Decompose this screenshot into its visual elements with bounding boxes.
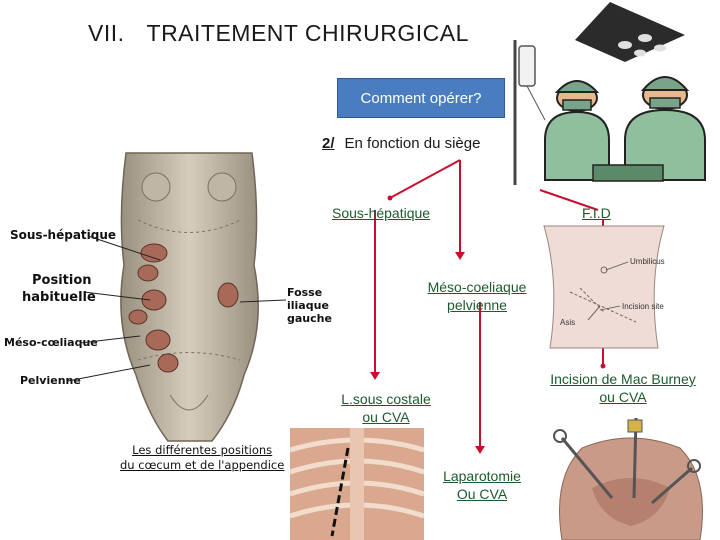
label-fosse-line1: Fosse <box>287 286 323 299</box>
node-lapa-line1: Laparotomie <box>443 468 521 484</box>
caption-line1: Les différentes positions <box>132 443 273 457</box>
question-box: Comment opérer? <box>337 78 505 118</box>
caption-line2: du cœcum et de l'appendice <box>120 458 285 472</box>
incision-site-illustration <box>543 225 665 349</box>
surgeon-right-icon <box>624 108 706 181</box>
surgeon-left-icon <box>544 110 610 181</box>
label-position-line2: habituelle <box>22 290 96 305</box>
surgeons-illustration <box>513 2 706 185</box>
label-position-line1: Position <box>32 273 92 288</box>
title-text: TRAITEMENT CHIRURGICAL <box>146 20 469 46</box>
subtitle-text: En fonction du siège <box>344 135 481 152</box>
node-mac-line1: Incision de Mac Burney <box>550 371 696 387</box>
title-number: VII. <box>88 20 125 46</box>
node-meso-pelvienne: Méso-coeliaque pelvienne <box>412 278 542 314</box>
subcostal-incision-line <box>330 447 350 537</box>
torso-illustration <box>120 152 259 442</box>
node-mac-line2: ou CVA <box>599 389 647 405</box>
figure-caption: Les différentes positions du cœcum et de… <box>120 443 284 473</box>
label-fosse-line3: gauche <box>287 312 332 325</box>
cecum-positions <box>128 243 239 373</box>
label-meso-coeliaque: Méso-cœliaque <box>4 336 98 349</box>
node-meso-line2: pelvienne <box>447 297 507 313</box>
connector-to-sous-hepatique <box>389 159 461 199</box>
subtitle: 2/En fonction du siège <box>322 135 480 152</box>
node-lsous-costale: L.sous costale ou CVA <box>330 390 442 426</box>
incision-label-asis: Asis <box>560 318 576 327</box>
label-fosse-iliaque: Fosse iliaque gauche <box>287 286 332 325</box>
label-fosse-line2: iliaque <box>287 299 329 312</box>
laparoscopy-illustration <box>542 418 720 540</box>
incision-label-site: Incision site <box>622 302 664 311</box>
node-lsous-line1: L.sous costale <box>341 391 431 407</box>
node-lsous-line2: ou CVA <box>362 409 410 425</box>
connector-to-fid <box>539 189 599 211</box>
node-meso-line1: Méso-coeliaque <box>427 279 527 295</box>
label-position-habituelle: Position habituelle <box>22 272 96 306</box>
label-sous-hepatique: Sous-hépatique <box>10 228 117 242</box>
node-laparotomie: Laparotomie Ou CVA <box>428 467 536 503</box>
label-pelvienne: Pelvienne <box>20 374 81 387</box>
node-fid: F.I.D <box>582 205 611 221</box>
ribcage-illustration <box>290 428 424 540</box>
node-lapa-line2: Ou CVA <box>456 486 508 502</box>
node-sous-hepatique: Sous-hépatique <box>332 205 431 221</box>
node-mac-burney: Incision de Mac Burney ou CVA <box>530 370 716 406</box>
subtitle-number: 2/ <box>322 135 335 152</box>
incision-label-umbilicus: Umbilicus <box>630 257 665 266</box>
page-title: VII. TRAITEMENT CHIRURGICAL <box>88 20 469 47</box>
